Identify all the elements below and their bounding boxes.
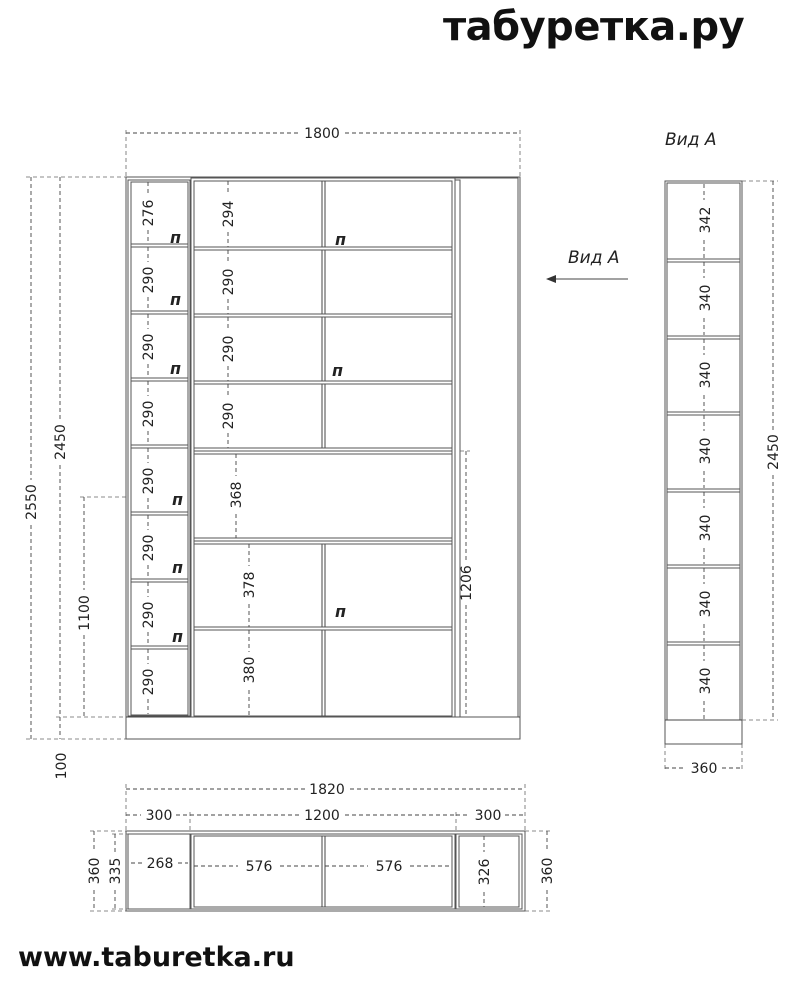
dim-side-7: 340 [698,668,714,695]
dim-plan-total: 1820 [309,782,345,798]
side-inner [666,182,741,721]
dim-mid-1: 294 [221,201,237,228]
shelf [193,313,453,318]
dim-plan-depth-inner: 335 [108,858,124,885]
shelf [130,243,189,248]
shelf [666,411,741,416]
dim-left-2: 290 [141,267,157,294]
middle-shelf-dims: 294 290 290 290 368 378 380 [221,181,258,716]
view-a-arrow-label: Вид А [568,248,620,268]
website-url: www.taburetka.ru [18,942,295,973]
shelf [130,511,189,516]
dim-side-depth: 360 [691,761,718,777]
brand-logo: табуретка.ру [443,4,745,50]
dim-side-2: 340 [698,285,714,312]
view-a-arrowhead [546,275,556,283]
dim-mid-3: 290 [221,336,237,363]
shelf [130,310,189,315]
shelf [193,380,453,385]
door-mark: п [170,359,181,378]
dim-height-2550: 2550 [24,484,40,520]
dim-height-2450: 2450 [53,424,69,460]
side-shelves [666,258,741,646]
side-shelf-dims: 342 340 340 340 340 340 340 [698,184,714,719]
door-mark: п [170,228,181,247]
plan-middle-inner [193,835,453,908]
dim-plan-inner-mid2: 576 [376,859,403,875]
left-shelves [130,243,189,650]
right-section-side [454,179,461,718]
shelf [193,626,453,631]
dim-plan-left: 300 [146,808,173,824]
dim-plan-middle: 1200 [304,808,340,824]
dim-mid-7: 380 [242,657,258,684]
dim-plinth-100: 100 [54,753,70,780]
dim-mid-6: 378 [242,572,258,599]
shelf [666,335,741,340]
shelf [193,450,453,455]
shelf [130,377,189,382]
shelf [130,578,189,583]
dim-plan-inner-right: 326 [477,859,493,886]
plan-view: 1820 300 1200 300 268 576 576 326 360 [87,782,556,912]
dim-width-1800: 1800 [304,126,340,142]
door-mark: п [335,230,346,249]
dim-plan-inner-mid1: 576 [246,859,273,875]
dim-mid-4: 290 [221,403,237,430]
side-view: Вид А 342 340 340 340 340 [664,130,782,777]
door-marks: п п п п п п п п п [170,228,346,646]
shelf [666,564,741,569]
dim-mid-2: 290 [221,269,237,296]
dim-right-1206: 1206 [459,565,475,601]
dim-side-5: 340 [698,515,714,542]
shelf [666,641,741,646]
dim-left-8: 290 [141,669,157,696]
left-shelf-dims: 276 290 290 290 290 290 290 290 [141,182,157,714]
door-mark: п [335,602,346,621]
door-mark: п [332,361,343,380]
shelf [130,645,189,650]
shelf [666,488,741,493]
dim-left-5: 290 [141,468,157,495]
dim-side-height: 2450 [766,434,782,470]
door-mark: п [170,290,181,309]
shelf [666,258,741,263]
door-mark: п [172,627,183,646]
plan-left [127,833,191,910]
plan-right-inner [458,835,520,908]
dim-left-6: 290 [141,535,157,562]
shelf [130,444,189,449]
dim-plan-inner-left: 268 [147,856,174,872]
dim-left-1: 276 [141,200,157,227]
dim-plan-right: 300 [475,808,502,824]
dim-left-3: 290 [141,334,157,361]
dim-side-3: 340 [698,362,714,389]
door-mark: п [172,558,183,577]
dim-plan-depth-right: 360 [540,858,556,885]
door-mark: п [172,490,183,509]
dim-mid-5: 368 [229,482,245,509]
middle-shelves [193,246,453,631]
front-view: 1800 2550 2450 100 1100 276 290 290 [24,126,628,779]
dim-side-6: 340 [698,591,714,618]
dim-left-4: 290 [141,401,157,428]
shelf [193,540,453,545]
dim-plan-depth-outer: 360 [87,858,103,885]
right-section [454,177,519,718]
dim-left-7: 290 [141,602,157,629]
shelf [193,246,453,251]
view-a-title: Вид А [665,130,717,150]
dim-height-1100: 1100 [77,595,93,631]
dim-side-1: 342 [698,207,714,234]
dim-side-4: 340 [698,438,714,465]
